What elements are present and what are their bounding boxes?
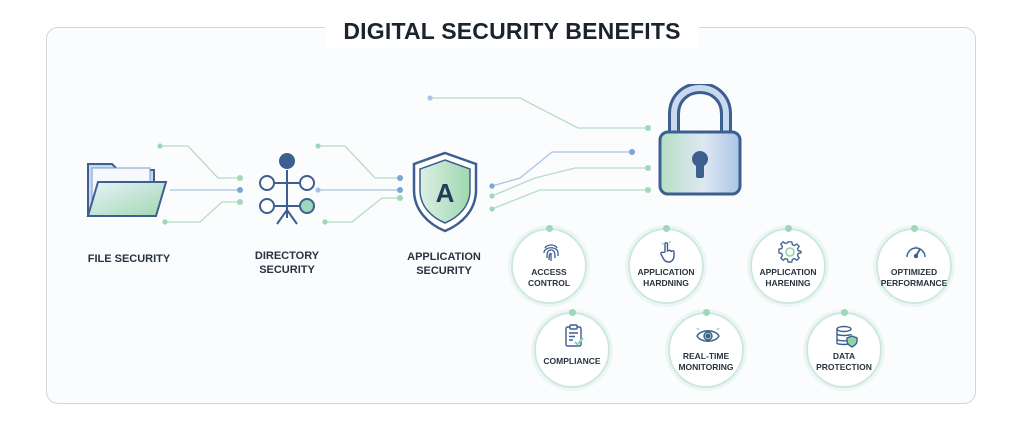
hand-pointer-icon [660,241,675,263]
connector-dot [911,225,918,232]
gauge-icon [906,246,926,259]
shield-icon: A [412,151,478,233]
benefit-compliance: COMPLIANCE [534,309,610,388]
benefit-optimized-performance: OPTIMIZED PERFORMANCE [876,225,952,304]
directory-security-label: DIRECTORY SECURITY [254,250,320,276]
connector-dot [546,225,553,232]
clipboard-check-icon [565,324,584,347]
benefit-access-control: ACCESS CONTROL [511,225,587,304]
benefit-label: REAL-TIME MONITORING [678,351,734,372]
folder-icon [86,163,168,217]
directory-tree-icon [259,153,315,225]
benefit-real-time-monitoring: REAL-TIME MONITORING [668,309,744,388]
application-security-label: APPLICATION SECURITY [407,251,481,277]
benefit-label: ACCESS CONTROL [527,267,571,288]
benefit-application-hardning: APPLICATION HARDNING [628,225,704,304]
benefit-label: APPLICATION HARDNING [637,267,695,288]
shield-letter: A [436,178,455,208]
gear-icon [778,240,802,263]
connector-dot [663,225,670,232]
benefit-label: COMPLIANCE [543,356,601,366]
eye-icon [696,327,720,342]
connector-dot [785,225,792,232]
benefit-label: DATA PROTECTION [816,351,872,372]
file-security-label: FILE SECURITY [87,253,171,265]
connector-dot [841,309,848,316]
connector-dot [569,309,576,316]
benefit-label: OPTIMIZED PERFORMANCE [880,267,948,288]
database-shield-icon [836,325,858,348]
padlock-icon [658,84,742,196]
connector-dot [703,309,710,316]
benefit-application-harening: APPLICATION HARENING [750,225,826,304]
benefit-label: APPLICATION HARENING [759,267,817,288]
fingerprint-icon [543,244,559,261]
benefit-data-protection: DATA PROTECTION [806,309,882,388]
diagram-title: DIGITAL SECURITY BENEFITS [325,14,699,48]
